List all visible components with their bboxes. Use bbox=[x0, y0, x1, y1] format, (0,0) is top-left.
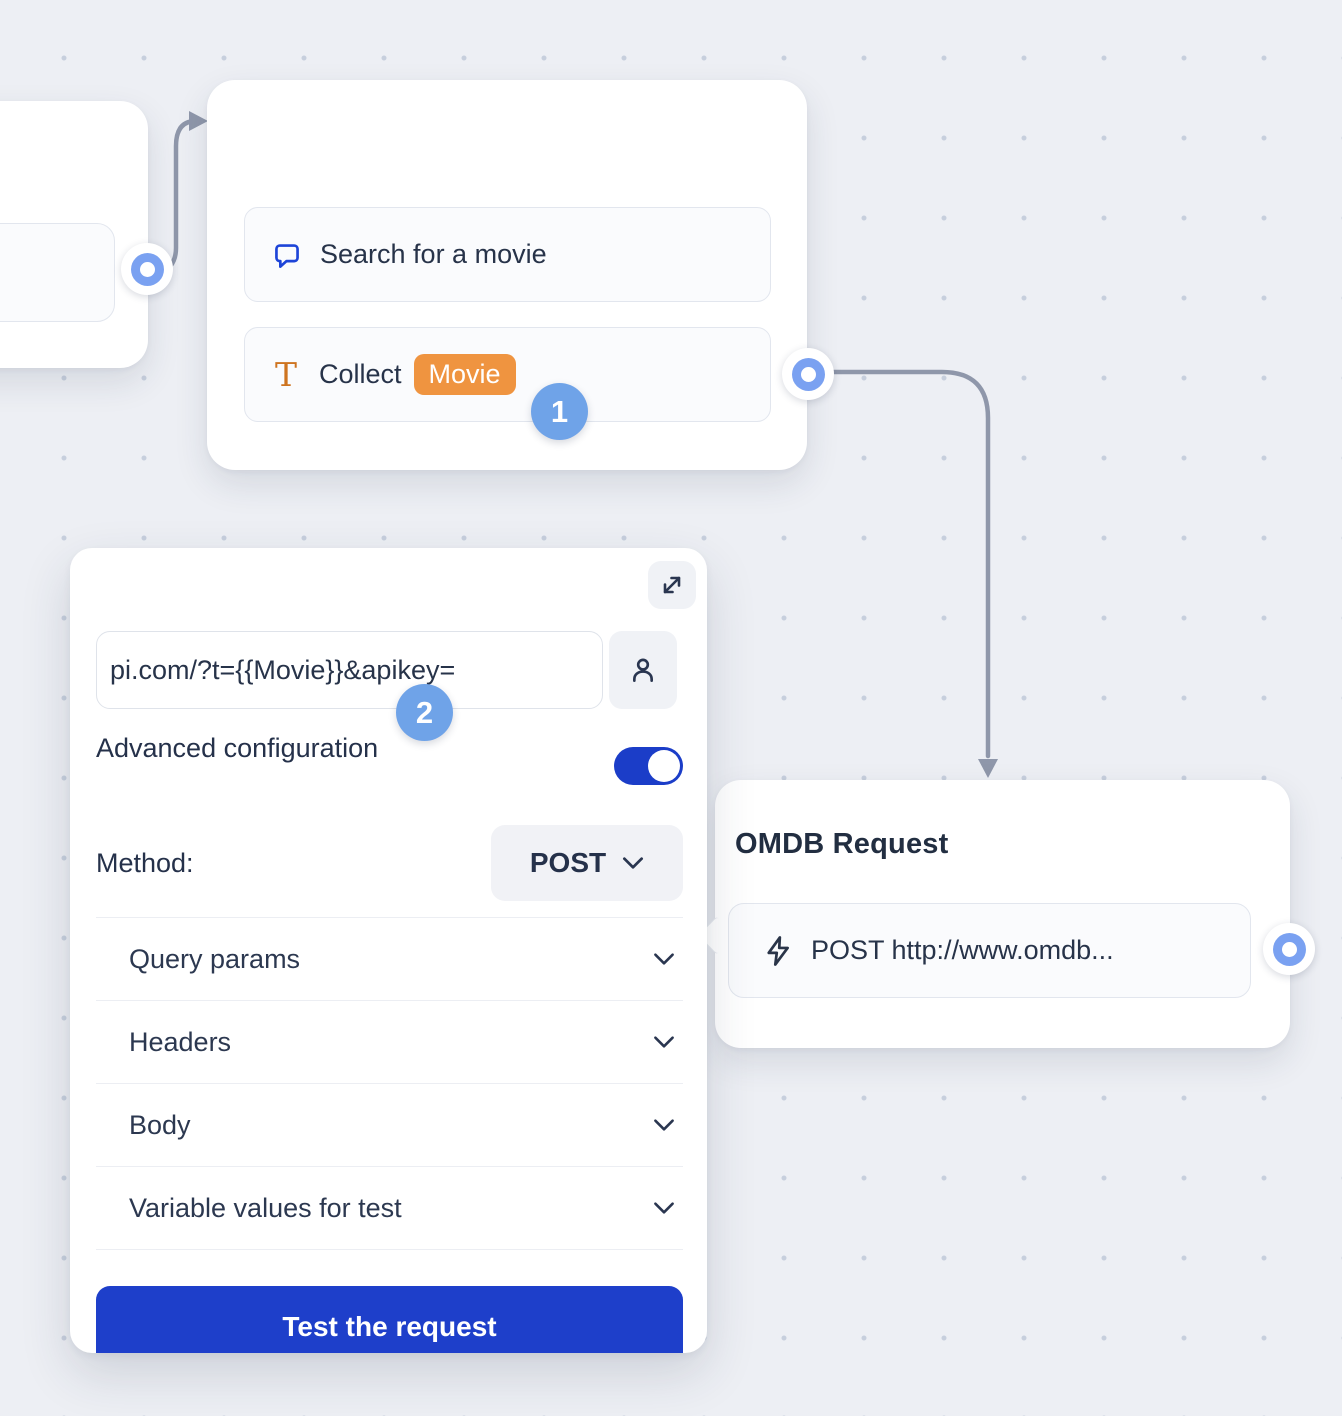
variable-badge[interactable]: Movie bbox=[413, 354, 516, 395]
advanced-configuration-label: Advanced configuration bbox=[96, 733, 379, 763]
toggle-knob bbox=[648, 750, 680, 782]
expand-diagonal-icon bbox=[659, 572, 685, 598]
test-request-button[interactable]: Test the request bbox=[96, 1286, 683, 1353]
block-label: Search for a movie bbox=[320, 239, 547, 269]
chevron-down-icon bbox=[653, 952, 675, 966]
block-label: POST http://www.omdb... bbox=[811, 935, 1114, 965]
section-body[interactable]: Body bbox=[96, 1083, 683, 1166]
request-editor-panel: pi.com/?t={{Movie}}&apikey= Advanced con… bbox=[70, 548, 707, 1353]
movie-search-node[interactable]: Movie search Search for a movie T Collec… bbox=[207, 80, 807, 470]
collapsible-sections: Query params Headers Body Variable value… bbox=[96, 917, 683, 1250]
chevron-down-icon bbox=[622, 856, 644, 870]
question-block[interactable]: Search for a movie bbox=[244, 207, 771, 302]
lightning-icon bbox=[763, 935, 793, 967]
url-input[interactable]: pi.com/?t={{Movie}}&apikey= bbox=[96, 631, 603, 709]
collect-block[interactable]: T Collect Movie bbox=[244, 327, 771, 422]
url-value: pi.com/?t={{Movie}}&apikey= bbox=[110, 654, 456, 685]
section-query-params[interactable]: Query params bbox=[96, 917, 683, 1000]
method-value: POST bbox=[529, 847, 607, 878]
output-port[interactable] bbox=[1263, 923, 1315, 975]
advanced-configuration-toggle[interactable] bbox=[614, 747, 683, 785]
chat-bubble-icon bbox=[272, 240, 302, 270]
chevron-down-icon bbox=[653, 1035, 675, 1049]
step-badge-1: 1 bbox=[531, 383, 588, 440]
partial-node-item[interactable] bbox=[0, 223, 115, 322]
partial-node-card[interactable] bbox=[0, 101, 148, 368]
chevron-down-icon bbox=[653, 1118, 675, 1132]
person-button[interactable] bbox=[609, 631, 677, 709]
expand-button[interactable] bbox=[648, 561, 696, 609]
chevron-down-icon bbox=[653, 1201, 675, 1215]
step-badge-2: 2 bbox=[396, 684, 453, 741]
webhook-block[interactable]: POST http://www.omdb... bbox=[728, 903, 1251, 998]
text-input-icon: T bbox=[275, 355, 298, 394]
block-label: Collect bbox=[319, 359, 402, 389]
output-port[interactable] bbox=[782, 348, 834, 400]
method-dropdown[interactable]: POST bbox=[491, 825, 683, 901]
section-label: Query params bbox=[129, 943, 301, 974]
method-label: Method: bbox=[96, 848, 194, 878]
node-title: OMDB Request bbox=[735, 828, 949, 860]
section-label: Variable values for test bbox=[129, 1192, 402, 1223]
section-headers[interactable]: Headers bbox=[96, 1000, 683, 1083]
output-port[interactable] bbox=[121, 243, 173, 295]
section-label: Body bbox=[129, 1109, 191, 1140]
section-variable-values[interactable]: Variable values for test bbox=[96, 1166, 683, 1250]
person-icon bbox=[627, 654, 659, 686]
section-label: Headers bbox=[129, 1026, 232, 1057]
omdb-request-node[interactable]: OMDB Request POST http://www.omdb... bbox=[697, 780, 1290, 1048]
